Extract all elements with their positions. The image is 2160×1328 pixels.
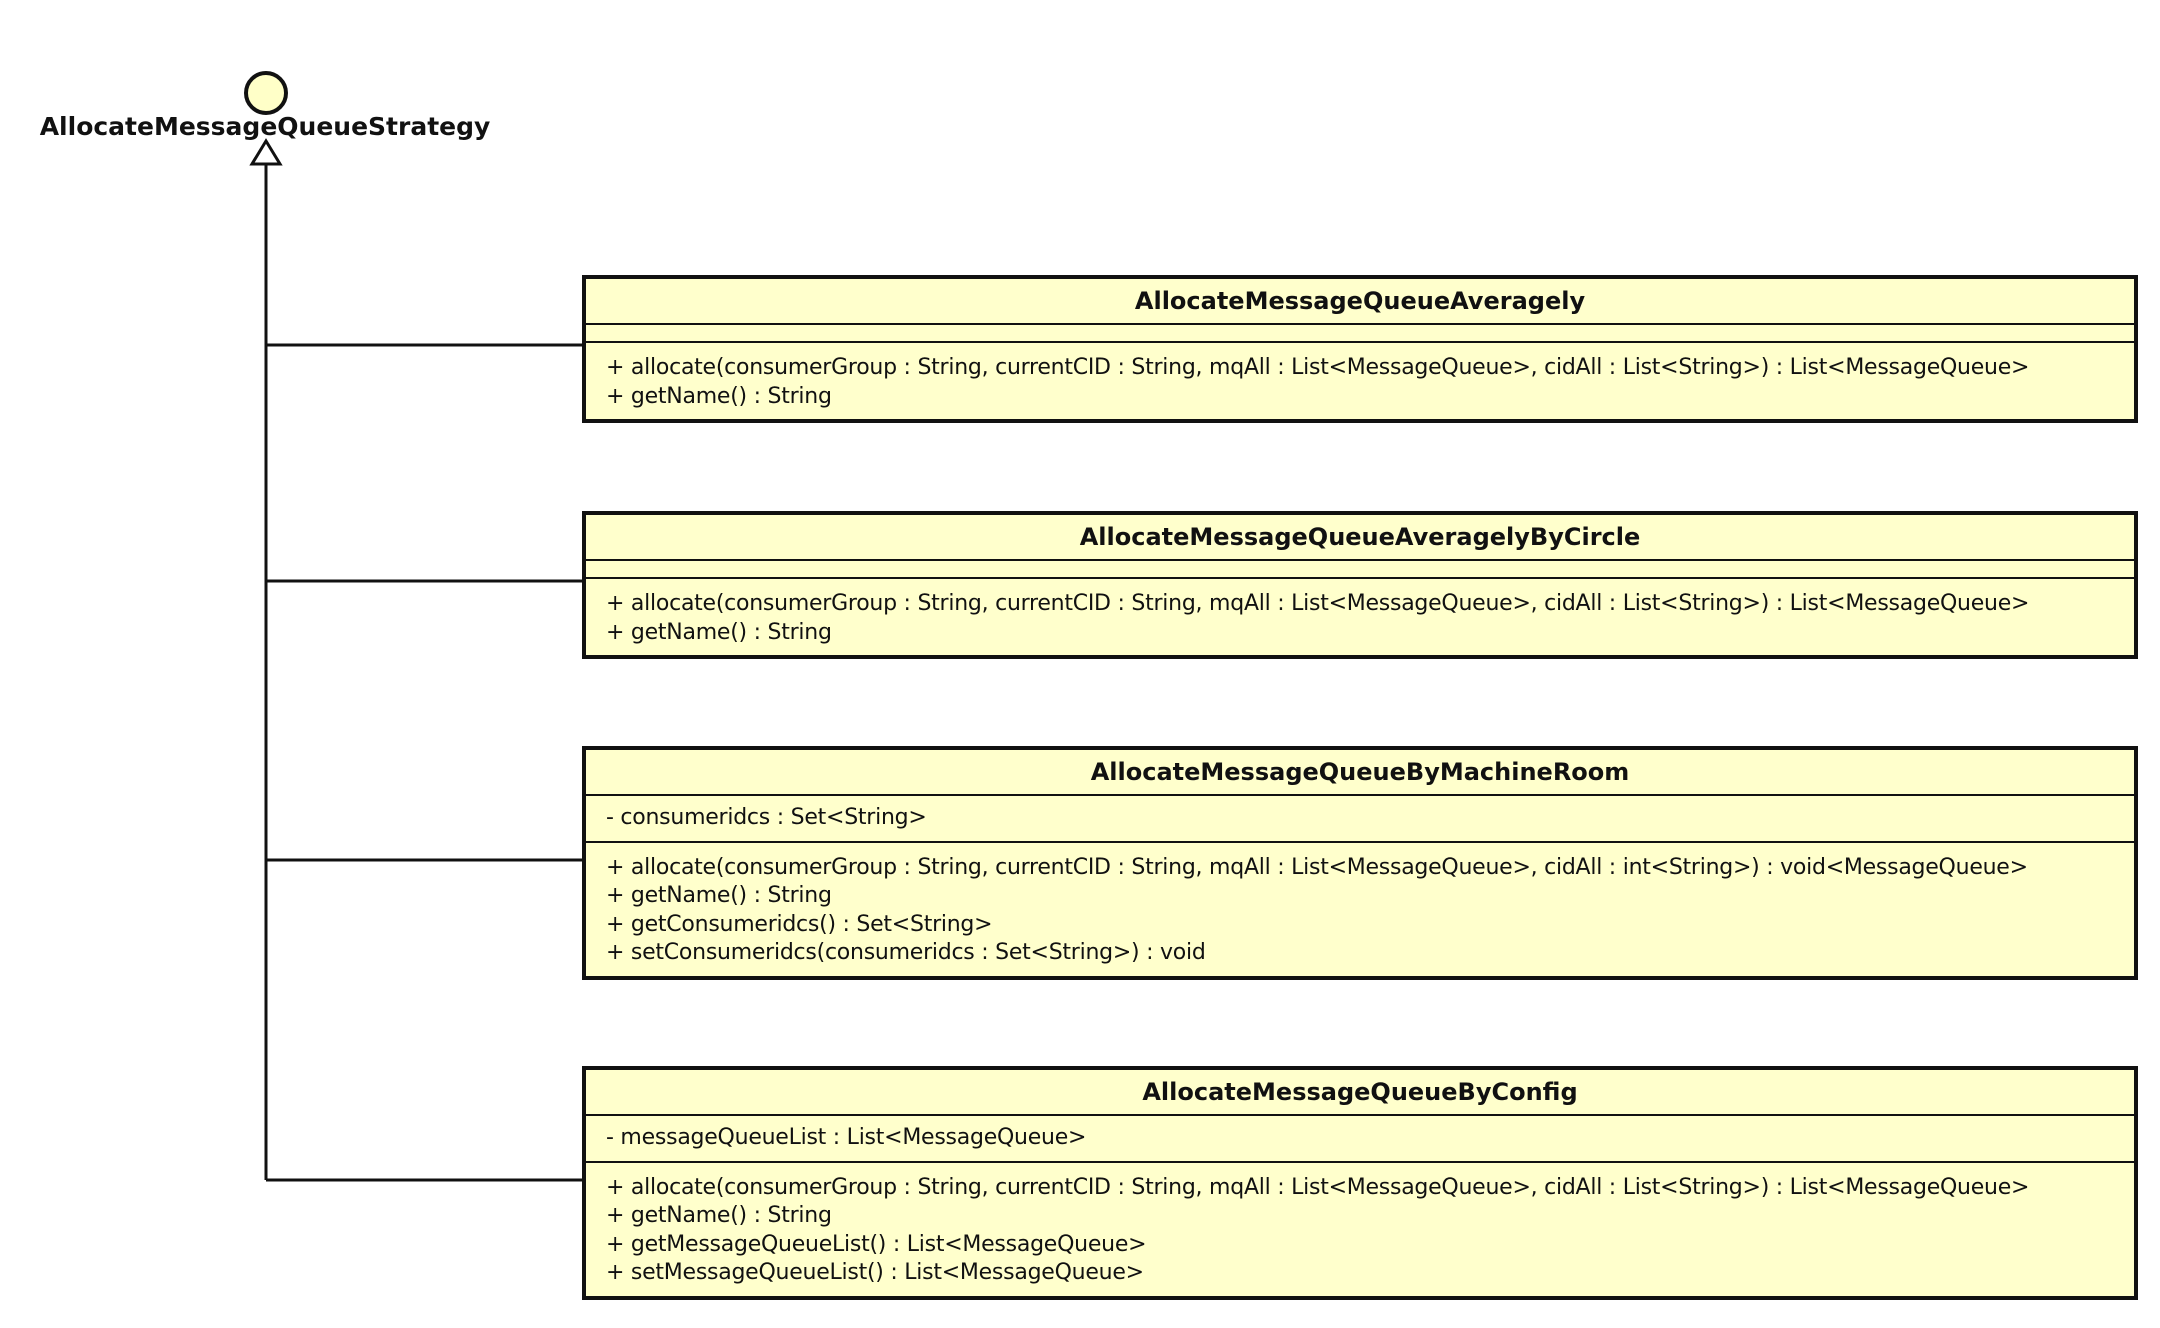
operations-compartment: + allocate(consumerGroup : String, curre… [586,843,2134,976]
attributes-compartment: - messageQueueList : List<MessageQueue> [586,1116,2134,1163]
operations-compartment: + allocate(consumerGroup : String, curre… [586,343,2134,419]
operation-get-name: + getName() : String [606,883,832,908]
realization-arrowhead [249,138,283,166]
interface-name: AllocateMessageQueueStrategy [39,112,491,141]
operation-set-message-queue-list: + setMessageQueueList() : List<MessageQu… [606,1260,1144,1285]
class-box-by-machine-room: AllocateMessageQueueByMachineRoom - cons… [582,746,2138,980]
operations-compartment: + allocate(consumerGroup : String, curre… [586,579,2134,655]
class-name: AllocateMessageQueueByMachineRoom [586,750,2134,796]
attribute-message-queue-list: - messageQueueList : List<MessageQueue> [606,1125,1087,1150]
interface-lollipop-icon [244,71,288,115]
operation-get-name: + getName() : String [606,619,832,645]
operation-allocate: + allocate(consumerGroup : String, curre… [606,591,2030,616]
operation-set-consumeridcs: + setConsumeridcs(consumeridcs : Set<Str… [606,940,1206,965]
class-box-averagely-by-circle: AllocateMessageQueueAveragelyByCircle + … [582,511,2138,659]
operations-compartment: + allocate(consumerGroup : String, curre… [586,1163,2134,1296]
attributes-compartment [586,325,2134,343]
operation-get-name: + getName() : String [606,383,832,409]
class-name: AllocateMessageQueueAveragely [586,279,2134,325]
attribute-consumeridcs: - consumeridcs : Set<String> [606,805,927,830]
class-box-by-config: AllocateMessageQueueByConfig - messageQu… [582,1066,2138,1300]
operation-get-name: + getName() : String [606,1203,832,1228]
attributes-compartment: - consumeridcs : Set<String> [586,796,2134,843]
operation-get-message-queue-list: + getMessageQueueList() : List<MessageQu… [606,1231,1147,1257]
class-name: AllocateMessageQueueByConfig [586,1070,2134,1116]
operation-allocate: + allocate(consumerGroup : String, curre… [606,854,2028,880]
operation-allocate: + allocate(consumerGroup : String, curre… [606,355,2030,380]
operation-allocate: + allocate(consumerGroup : String, curre… [606,1174,2030,1200]
class-name: AllocateMessageQueueAveragelyByCircle [586,515,2134,561]
attributes-compartment [586,561,2134,579]
operation-get-consumeridcs: + getConsumeridcs() : Set<String> [606,911,993,937]
class-box-averagely: AllocateMessageQueueAveragely + allocate… [582,275,2138,423]
